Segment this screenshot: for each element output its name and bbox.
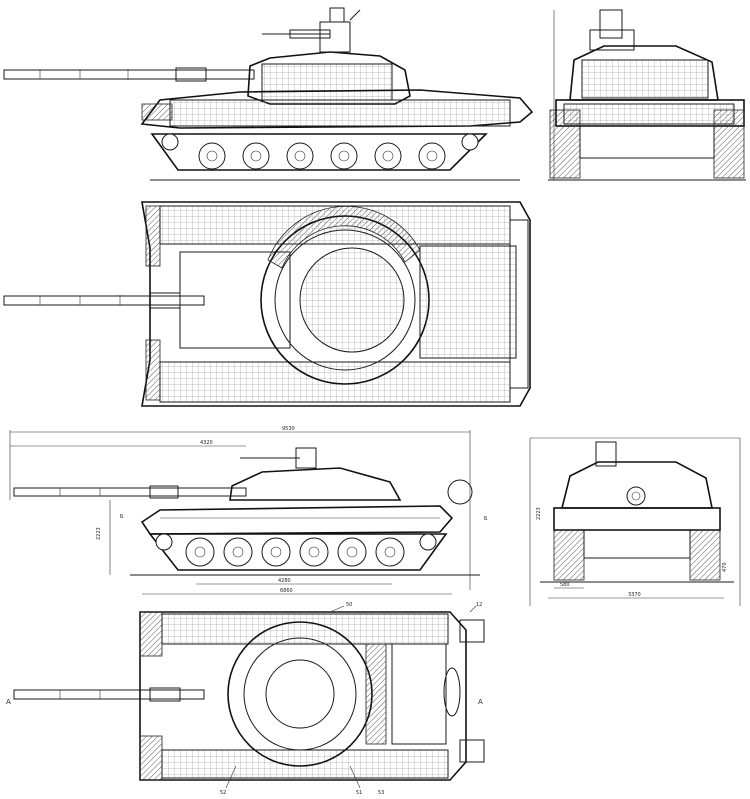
dim-overall-length: 9530 <box>282 426 295 432</box>
dim-ground-clearance: 470 <box>722 562 728 572</box>
front-left-track <box>549 109 581 179</box>
section-mark-right-a: A <box>478 698 483 706</box>
dim-hull <box>140 505 454 535</box>
road-wheels <box>161 133 479 170</box>
commander-cupola <box>262 7 361 53</box>
callout-label-top: 50 <box>346 602 352 608</box>
dim-front-left-track <box>553 529 585 581</box>
dim-road-wheels <box>155 533 437 567</box>
dim-turret <box>229 467 402 501</box>
dim-hull-length: 6860 <box>280 588 293 594</box>
dim-height: 2223 <box>96 527 102 540</box>
dim-gun-overhang: 4320 <box>200 440 213 446</box>
engine-grille <box>365 643 387 745</box>
section-mark-left-a: A <box>6 698 11 706</box>
cutaway-front-view <box>548 9 746 181</box>
dim-track <box>148 533 448 571</box>
hull <box>140 89 534 129</box>
callout-label-bottom-left: 52 <box>220 790 226 796</box>
callout-label-right: 12 <box>476 602 482 608</box>
dim-front-turret <box>560 461 713 509</box>
gun-barrel <box>3 67 255 82</box>
top-gun-barrel <box>3 292 205 309</box>
dimensioned-front-view: 3370 580 2223 470 <box>529 437 741 606</box>
snorkel-drum <box>447 479 473 505</box>
callout-label-bottom-mid: 51 <box>356 790 362 796</box>
fuel-drum-upper <box>459 619 485 643</box>
track <box>150 133 488 171</box>
dim-hull-width: 3370 <box>628 592 641 598</box>
top-hull <box>141 201 531 407</box>
dim-track-width: 580 <box>560 582 570 588</box>
top-view-with-callouts: A A 50 12 52 51 53 <box>6 602 485 796</box>
dim-front-right-track <box>689 529 721 581</box>
front-right-track <box>713 109 745 179</box>
fuel-drum-lower <box>459 739 485 763</box>
dim-track-length: 4280 <box>278 578 291 584</box>
section-mark-left-b: Б <box>120 514 124 520</box>
cutaway-side-view <box>3 7 534 181</box>
dimensioned-side-view: 9530 4320 4280 <box>9 426 488 595</box>
cutaway-top-view <box>3 201 531 407</box>
section-mark-right-b: Б <box>484 516 488 522</box>
dim-front-height: 2223 <box>536 507 542 520</box>
callout-label-bottom-right: 53 <box>378 790 384 796</box>
